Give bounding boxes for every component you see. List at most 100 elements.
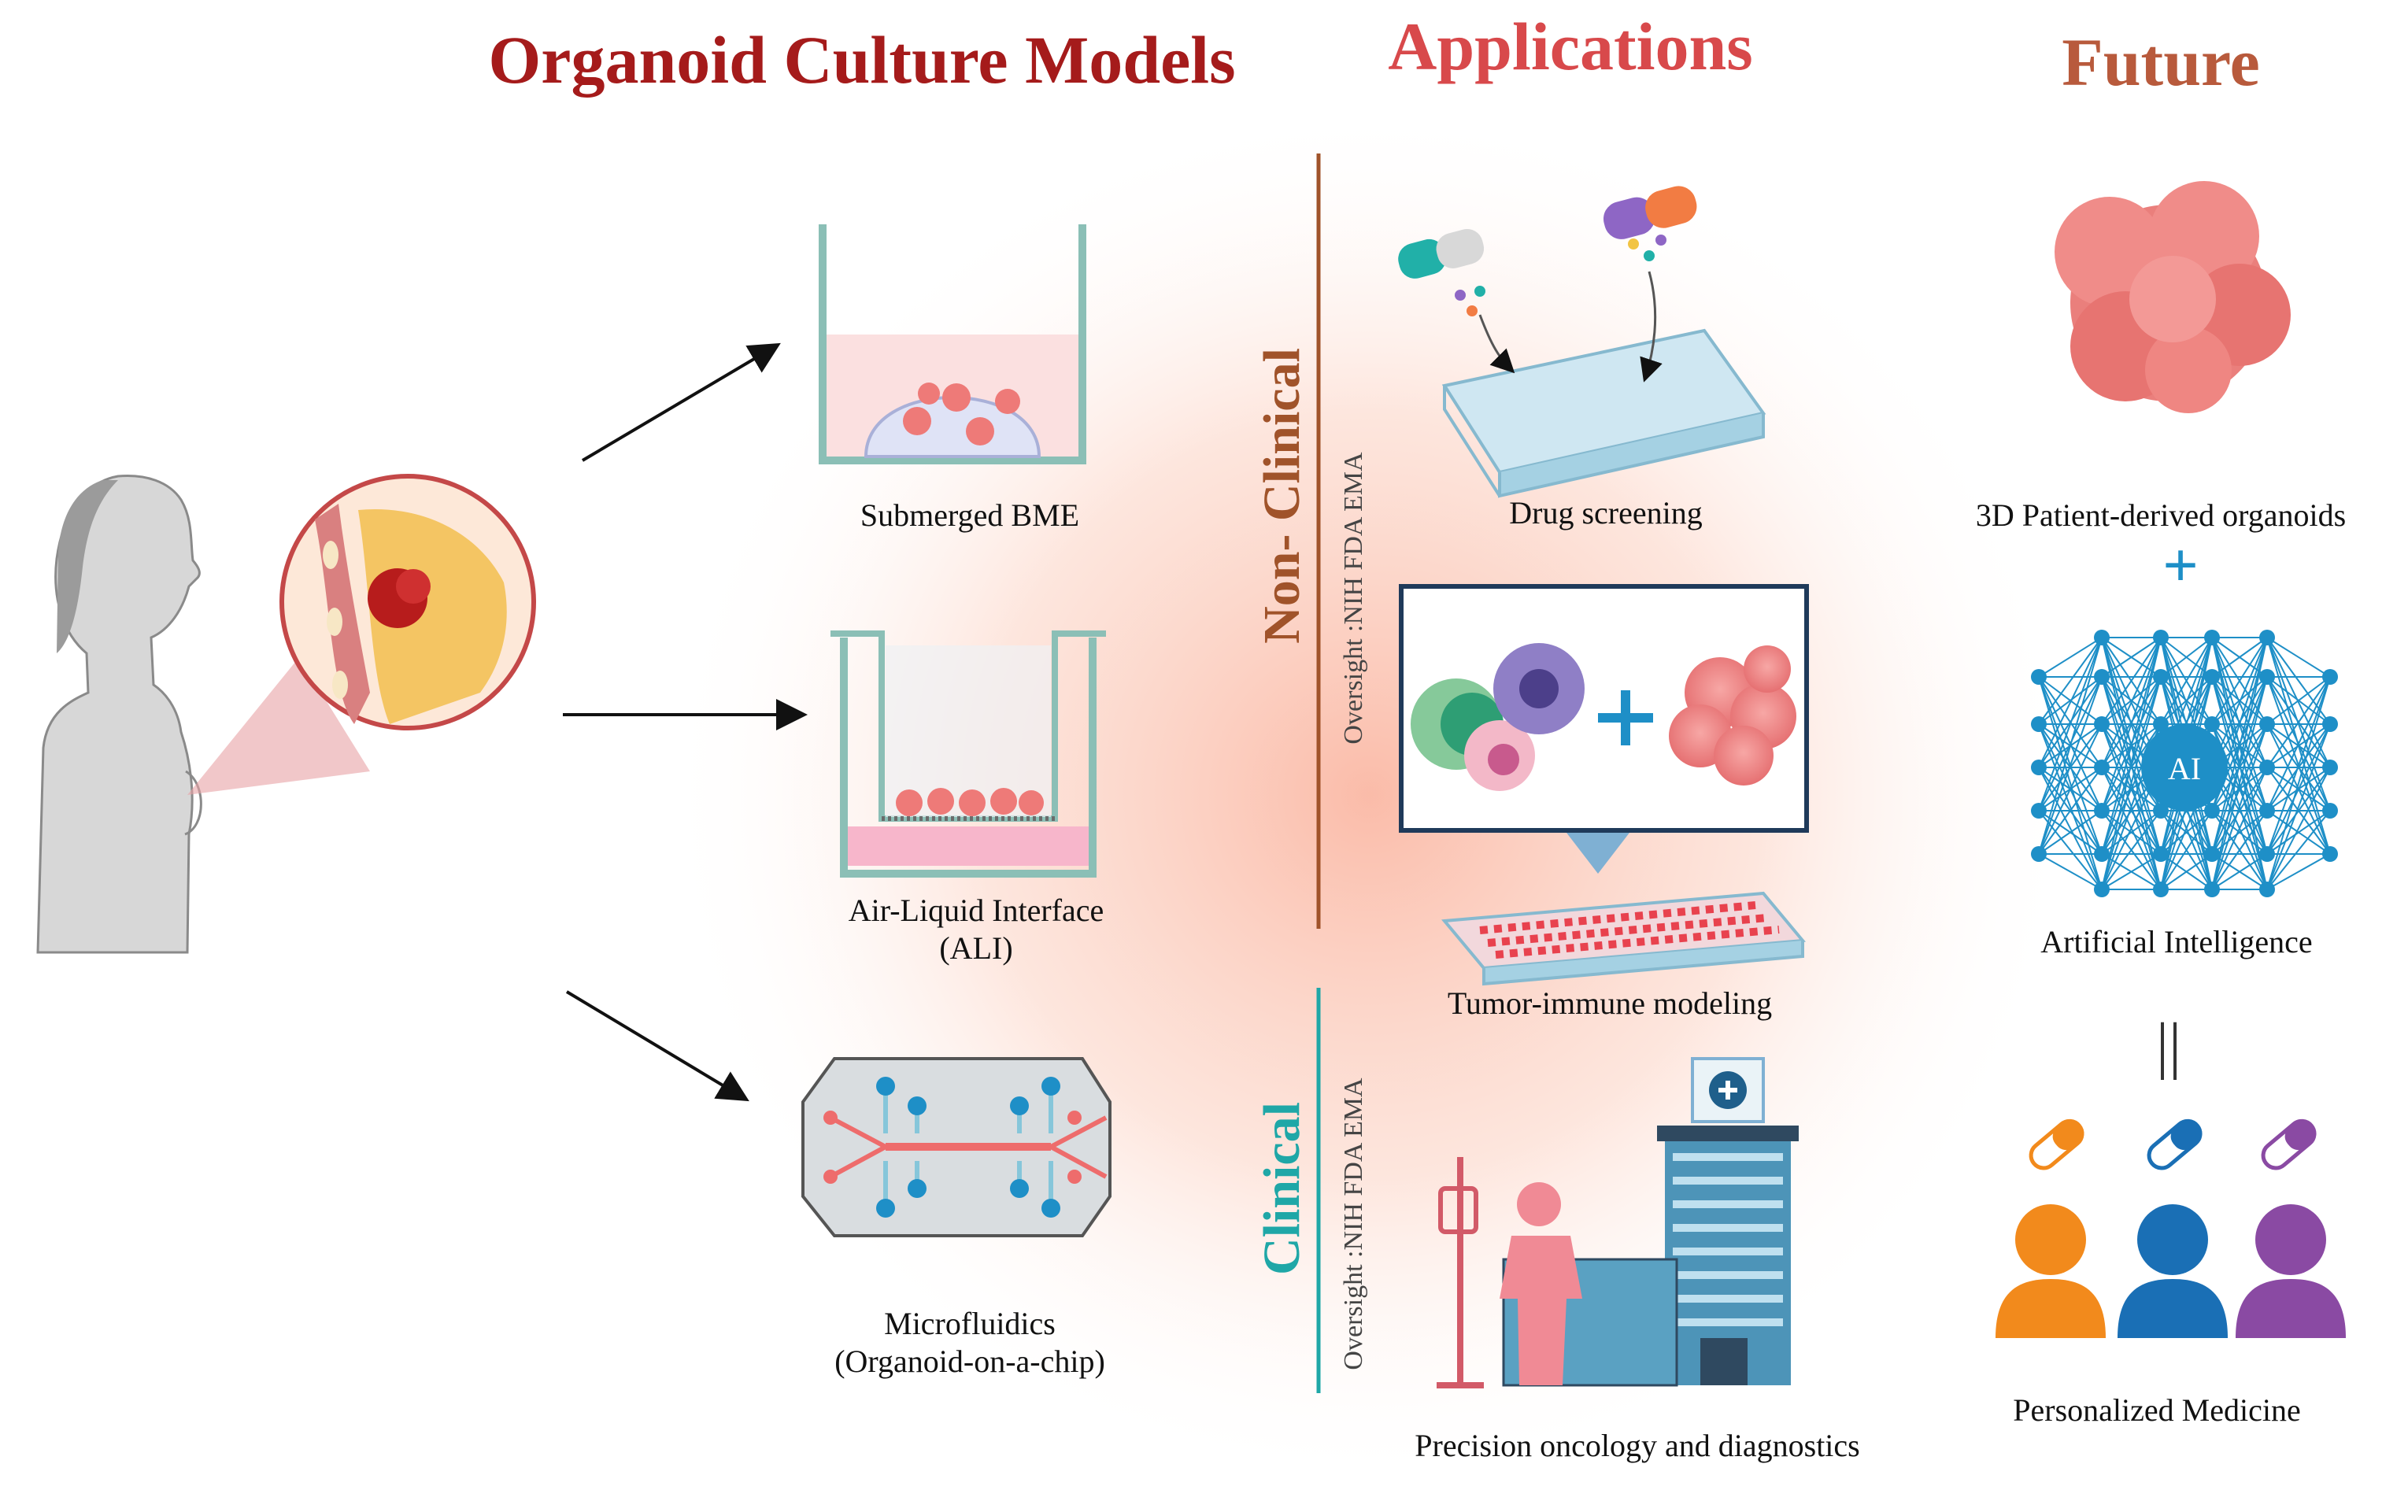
arrow-to-microfluidics (565, 990, 749, 1102)
label-tumor-immune-modeling: Tumor-immune modeling (1448, 985, 1772, 1021)
network-node (2204, 882, 2220, 897)
network-edge (2038, 637, 2103, 811)
network-node (2094, 630, 2110, 645)
microfluidic-chip-icon (801, 1057, 1112, 1237)
header-applications: Applications (1388, 9, 1753, 84)
network-node (2259, 716, 2275, 732)
network-node (2094, 803, 2110, 819)
label-clinical-oversight: Oversight :NIH FDA EMA (1339, 1078, 1368, 1370)
zoom-callout (187, 657, 370, 795)
network-node (2259, 882, 2275, 897)
network-node (2204, 846, 2220, 862)
network-edge (2101, 676, 2162, 725)
network-node (2031, 760, 2047, 775)
network-node (2204, 630, 2220, 645)
network-edge (2211, 810, 2268, 890)
network-edge (2211, 767, 2268, 890)
breast-tumor-cross-section-icon (279, 474, 536, 730)
label-ali-line2: (ALI) (939, 930, 1012, 966)
network-node (2153, 846, 2169, 862)
network-edge (2038, 637, 2103, 678)
label-personalized-medicine: Personalized Medicine (2013, 1392, 2300, 1428)
label-submerged-bme: Submerged BME (860, 497, 1079, 533)
network-node (2204, 669, 2220, 685)
header-organoid-models: Organoid Culture Models (488, 22, 1235, 98)
network-edge (2101, 637, 2162, 890)
network-edge (2266, 767, 2331, 855)
personalized-medicine-icon (1996, 1118, 2346, 1338)
network-node (2031, 669, 2047, 685)
network-edge (2101, 637, 2162, 768)
network-node (2259, 760, 2275, 775)
label-clinical: Clinical (1253, 1102, 1311, 1275)
network-edge (2038, 637, 2103, 725)
network-edge (2101, 637, 2162, 811)
network-node (2094, 846, 2110, 862)
background-glow (661, 102, 2078, 1488)
label-nonclinical: Non- Clinical (1253, 348, 1311, 644)
network-edge (2211, 676, 2268, 890)
network-edge (2211, 637, 2268, 725)
network-node (2322, 760, 2338, 775)
network-edge (2160, 810, 2213, 890)
network-edge (2101, 637, 2162, 678)
network-edge (2101, 637, 2162, 725)
network-edge (2160, 853, 2213, 890)
network-node (2094, 669, 2110, 685)
network-node (2259, 630, 2275, 645)
network-edge (2160, 637, 2213, 725)
equals-sign-future: || (2156, 1011, 2181, 1081)
ai-badge-icon (2141, 724, 2228, 811)
network-edge (2038, 767, 2103, 855)
network-node (2094, 760, 2110, 775)
network-edge (2211, 723, 2268, 890)
network-node (2094, 882, 2110, 897)
network-node (2153, 882, 2169, 897)
header-future: Future (2062, 24, 2260, 100)
drug-screening-icon (1398, 186, 1766, 498)
label-nonclinical-oversight: Oversight :NIH FDA EMA (1339, 452, 1368, 745)
label-artificial-intelligence: Artificial Intelligence (2040, 924, 2312, 959)
network-edge (2101, 676, 2162, 890)
label-microfluidics-line1: Microfluidics (884, 1306, 1056, 1341)
network-node (2153, 669, 2169, 685)
network-node (2259, 846, 2275, 862)
network-edge (2266, 723, 2331, 890)
label-microfluidics-line2: (Organoid-on-a-chip) (834, 1344, 1105, 1379)
network-edge (2266, 676, 2331, 811)
network-edge (2266, 853, 2331, 890)
network-edge (2038, 810, 2103, 855)
network-edge (2101, 637, 2162, 855)
network-edge (2038, 676, 2103, 725)
patient-derived-organoid-icon (2055, 181, 2291, 413)
network-node (2031, 846, 2047, 862)
network-node (2259, 669, 2275, 685)
network-edge (2266, 676, 2331, 890)
network-node (2259, 803, 2275, 819)
network-edge (2038, 637, 2103, 768)
network-node (2322, 716, 2338, 732)
network-edge (2211, 637, 2268, 855)
network-edge (2266, 676, 2331, 725)
network-edge (2266, 723, 2331, 855)
label-ali-line1: Air-Liquid Interface (849, 893, 1104, 928)
network-edge (2160, 637, 2213, 678)
network-node (2031, 716, 2047, 732)
label-precision-oncology: Precision oncology and diagnostics (1415, 1428, 1859, 1463)
network-edge (2038, 853, 2103, 890)
network-edge (2266, 637, 2331, 678)
network-edge (2038, 676, 2103, 855)
network-node (2204, 716, 2220, 732)
network-node (2153, 803, 2169, 819)
plus-sign-future: + (2162, 531, 2199, 601)
network-node (2322, 846, 2338, 862)
ali-well-icon (830, 630, 1106, 878)
label-drug-screening: Drug screening (1509, 495, 1702, 530)
network-edge (2266, 767, 2331, 890)
network-node (2322, 669, 2338, 685)
network-edge (2038, 637, 2103, 855)
network-edge (2211, 637, 2268, 890)
network-node (2204, 803, 2220, 819)
network-edge (2211, 637, 2268, 678)
